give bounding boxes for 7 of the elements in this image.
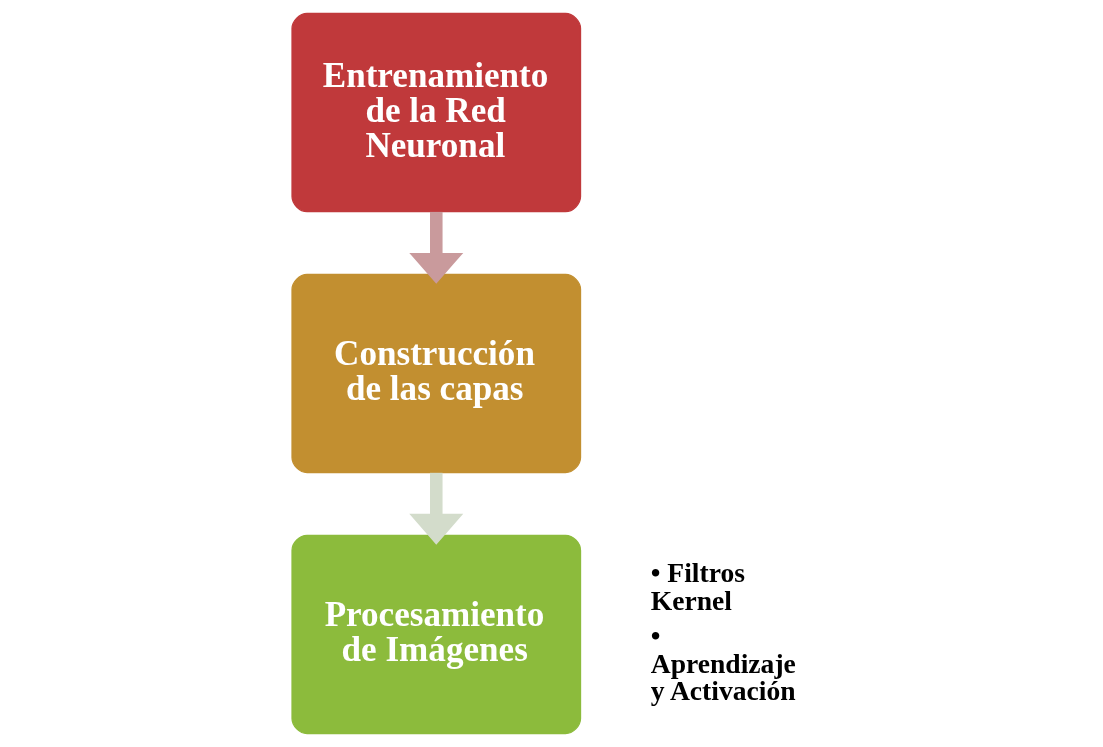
node-box: Procesamiento de Imágenes (290, 534, 581, 735)
arrow (408, 211, 463, 284)
node-label: • Aprendizaje y Activación (650, 620, 796, 707)
arrow (408, 472, 463, 545)
node-box: Construcción de las capas (290, 273, 581, 474)
node-label: • Filtros Kernel (650, 557, 745, 617)
node-box: Entrenamiento de la Red Neuronal (290, 12, 581, 213)
